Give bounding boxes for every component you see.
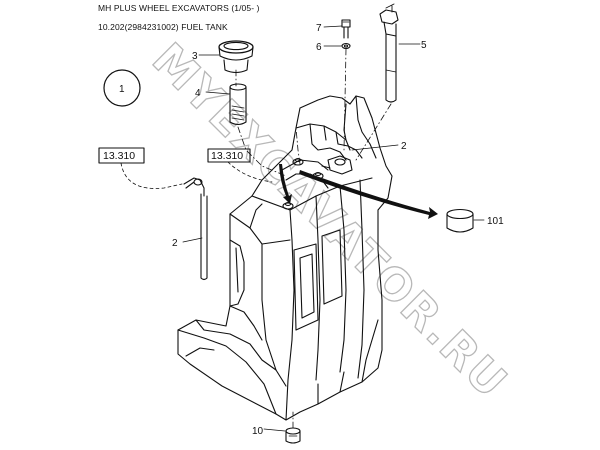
plug-part-101 xyxy=(446,208,474,233)
ref-box-center xyxy=(207,148,251,163)
detail-reference-circle xyxy=(103,69,141,107)
callout-101: 101 xyxy=(487,216,504,227)
strainer-part-4 xyxy=(229,83,247,126)
drain-plug-part-10 xyxy=(285,427,301,444)
ref-label-left: 13.310 xyxy=(103,150,135,162)
assembly-lines xyxy=(235,48,392,429)
callout-7: 7 xyxy=(316,23,322,34)
fuel-pipe-part-2 xyxy=(183,177,208,281)
arrow-to-plug xyxy=(299,170,438,219)
arrow-to-filler xyxy=(279,164,292,204)
bolt-part-7 xyxy=(341,19,351,39)
level-sender-part-5 xyxy=(379,3,399,103)
filler-cap-part-3 xyxy=(218,40,254,74)
callout-2-pipe: 2 xyxy=(172,238,178,249)
diagram-subtitle: 10.202(2984231002) FUEL TANK xyxy=(98,22,228,32)
callout-10: 10 xyxy=(252,426,264,437)
deck-bolt-center xyxy=(292,157,304,166)
ref-box-left xyxy=(98,147,145,164)
fitting-part-2 xyxy=(321,155,353,175)
callout-6: 6 xyxy=(316,42,322,53)
callout-4: 4 xyxy=(195,88,201,99)
deck-bolt-left xyxy=(282,201,294,210)
detail-reference-label: 1 xyxy=(119,84,125,95)
washer-part-6 xyxy=(341,42,351,50)
leader-lines xyxy=(182,25,485,432)
fuel-tank-body xyxy=(177,95,393,421)
dashed-connection-lines xyxy=(120,161,273,189)
callout-3: 3 xyxy=(192,51,198,62)
callout-2-fitting: 2 xyxy=(401,141,407,152)
callout-5: 5 xyxy=(421,40,427,51)
ref-label-center: 13.310 xyxy=(211,150,243,162)
diagram-title: MH PLUS WHEEL EXCAVATORS (1/05- ) xyxy=(98,3,260,13)
